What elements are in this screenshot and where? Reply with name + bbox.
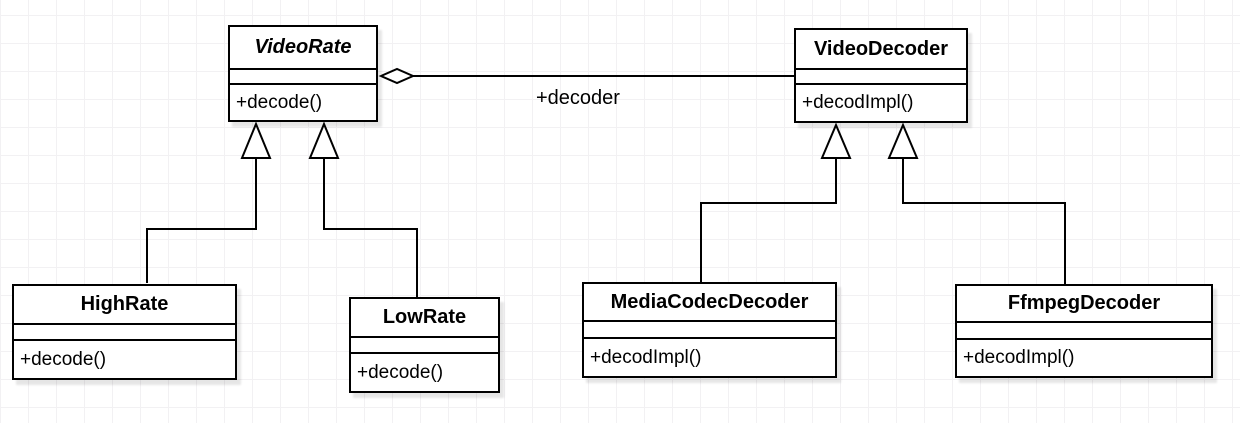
class-attributes-videodecoder [796,70,966,85]
class-box-lowrate: LowRate +decode() [349,297,500,393]
class-attributes-lowrate [351,338,498,354]
generalization-triangle-icon [820,122,852,159]
class-name-lowrate: LowRate [351,299,498,338]
generalization-edge-lowrate [323,158,418,297]
class-method-videorate: +decode() [236,91,323,113]
class-box-ffmpegdecoder: FfmpegDecoder +decodImpl() [955,284,1213,378]
class-method-lowrate: +decode() [357,361,444,383]
generalization-triangle-icon [887,122,919,159]
generalization-edge-mediacodecdecoder [700,158,837,282]
generalization-edge-ffmpegdecoder [902,158,1066,284]
class-method-videodecoder: +decodImpl() [802,92,914,113]
class-name-videorate: VideoRate [230,27,376,70]
class-name-ffmpegdecoder: FfmpegDecoder [957,286,1211,323]
class-box-highrate: HighRate +decode() [12,284,237,380]
class-method-ffmpegdecoder: +decodImpl() [963,347,1075,368]
generalization-edge-highrate [146,158,257,283]
class-name-mediacodecdecoder: MediaCodecDecoder [584,284,835,322]
class-attributes-mediacodecdecoder [584,322,835,339]
class-name-videodecoder: VideoDecoder [796,30,966,70]
generalization-triangle-icon [308,121,340,159]
class-box-mediacodecdecoder: MediaCodecDecoder +decodImpl() [582,282,837,378]
class-name-highrate: HighRate [14,286,235,325]
class-method-highrate: +decode() [20,348,107,370]
generalization-triangle-icon [240,121,272,159]
class-box-videorate: VideoRate +decode() [228,25,378,122]
aggregation-diamond-icon [378,67,416,85]
aggregation-edge-label: +decoder [536,87,620,109]
class-box-videodecoder: VideoDecoder +decodImpl() [794,28,968,123]
class-attributes-videorate [230,70,376,85]
class-attributes-ffmpegdecoder [957,323,1211,340]
class-attributes-highrate [14,325,235,341]
class-method-mediacodecdecoder: +decodImpl() [590,346,702,368]
